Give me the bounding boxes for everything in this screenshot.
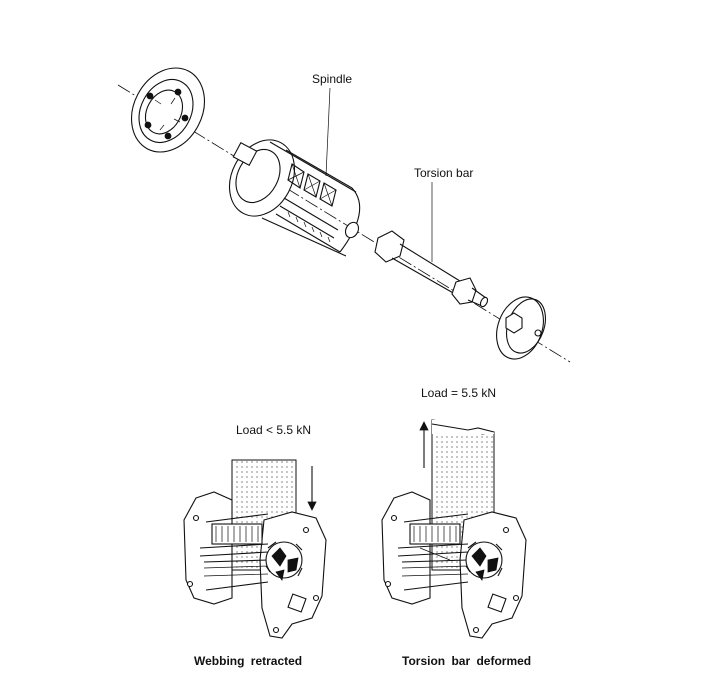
caption-webbing-retracted: Webbing retracted xyxy=(194,654,303,668)
load-low-label: Load < 5.5 kN xyxy=(236,423,312,437)
torsion-bar-label: Torsion bar xyxy=(414,166,474,180)
retractor-right xyxy=(381,419,527,639)
spindle-label: Spindle xyxy=(312,72,353,86)
torsion-bar xyxy=(374,182,489,308)
caption-torsion-bar-deformed: Torsion bar deformed xyxy=(402,654,532,668)
arrow-up-icon xyxy=(419,421,429,468)
load-high-label: Load = 5.5 kN xyxy=(421,386,497,400)
retractor-left xyxy=(183,459,327,639)
left-bearing xyxy=(131,67,205,153)
right-end-cap xyxy=(496,296,546,360)
spindle xyxy=(228,87,361,257)
exploded-view xyxy=(117,67,571,363)
arrow-down-icon xyxy=(307,466,317,511)
